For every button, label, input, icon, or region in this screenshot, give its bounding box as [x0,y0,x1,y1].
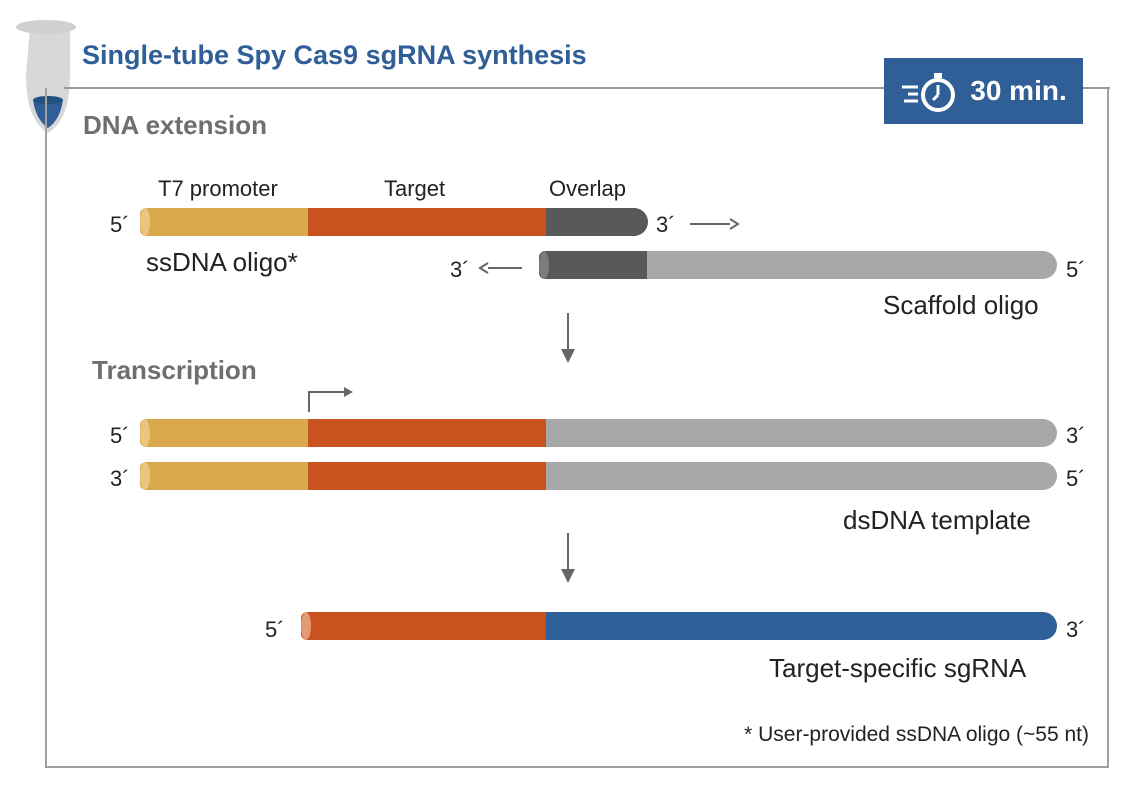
segment-scaffold [647,251,1057,279]
segment-overlap [539,251,647,279]
segment-target [308,419,546,447]
scaffold-5prime: 5´ [1066,257,1086,282]
bottom-5prime: 5´ [1066,466,1086,491]
ssdna-5prime: 5´ [110,212,130,237]
segment-target [301,612,546,640]
segment-rna-scaffold [546,612,1057,640]
dsdna-label: dsDNA template [843,505,1031,535]
section-heading-extension: DNA extension [83,110,267,140]
scaffold-3prime: 3´ [450,257,470,282]
badge-text: 30 min. [970,75,1067,106]
label-target: Target [384,176,446,201]
label-t7-promoter: T7 promoter [158,176,278,201]
stopwatch-icon [902,73,956,112]
sgrna-strand [301,612,1057,640]
segment-promoter [140,419,308,447]
segment-scaffold [546,462,1057,490]
dsdna-bottom-strand [140,462,1057,490]
footnote: * User-provided ssDNA oligo (~55 nt) [744,723,1089,746]
strand-cap [539,251,549,279]
strand-cap [140,208,150,236]
sgrna-3prime: 3´ [1066,617,1086,642]
arrow-right-icon [690,218,740,230]
strand-cap [301,612,311,640]
ssdna-oligo-strand [140,208,648,236]
label-overlap: Overlap [549,176,627,201]
strand-cap [140,462,150,490]
segment-target [308,208,546,236]
bottom-3prime: 3´ [110,466,130,491]
arrow-down-icon [561,533,575,583]
frame-top-line-right [1082,87,1110,89]
segment-promoter [140,208,308,236]
segment-scaffold [546,419,1057,447]
ssdna-3prime: 3´ [656,212,676,237]
arrow-left-icon [478,262,522,274]
promoter-arrow-icon [308,387,353,412]
sgrna-label: Target-specific sgRNA [769,653,1027,683]
scaffold-oligo-strand [539,251,1057,279]
segment-promoter [140,462,308,490]
dsdna-top-strand [140,419,1057,447]
section-heading-transcription: Transcription [92,355,257,385]
segment-overlap [546,208,648,236]
strand-cap [140,419,150,447]
scaffold-label: Scaffold oligo [883,290,1039,320]
top-5prime: 5´ [110,423,130,448]
frame-top-line [64,87,886,89]
ssdna-label: ssDNA oligo* [146,247,298,277]
top-3prime: 3´ [1066,423,1086,448]
arrow-down-icon [561,313,575,363]
segment-target [308,462,546,490]
diagram-frame [45,88,1109,768]
time-badge: 30 min. [884,58,1083,124]
sgrna-5prime: 5´ [265,617,285,642]
tube-icon [16,20,76,145]
diagram-title: Single-tube Spy Cas9 sgRNA synthesis [82,40,587,70]
